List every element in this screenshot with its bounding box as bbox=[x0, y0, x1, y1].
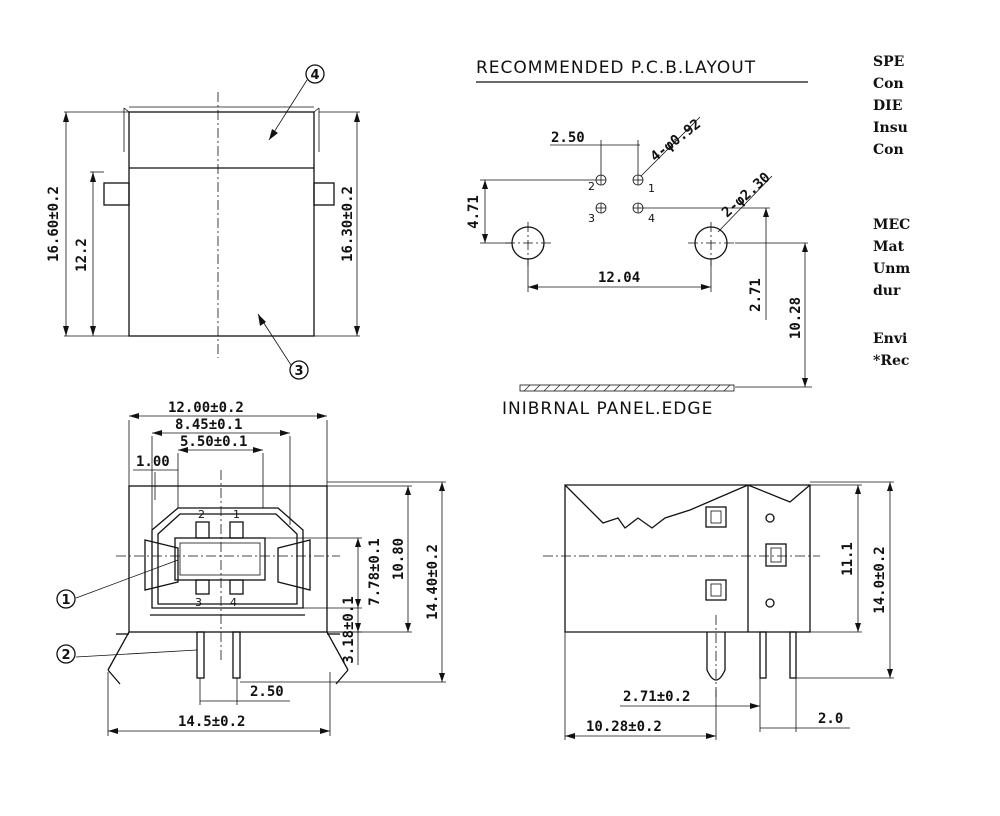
dim-2-0: 2.0 bbox=[818, 711, 843, 727]
top-view: 16.60±0.2 12.2 16.30±0.2 4 3 bbox=[46, 64, 360, 380]
panel-edge-label: INIBRNAL PANEL.EDGE bbox=[502, 399, 713, 419]
dim-10-80: 10.80 bbox=[391, 538, 407, 580]
spec-line-9: dur bbox=[873, 283, 901, 299]
spec-line-11: *Rec bbox=[873, 353, 909, 369]
front-pin-right bbox=[232, 631, 241, 679]
spec-line-8: Unm bbox=[873, 261, 910, 277]
dim-12-2: 12.2 bbox=[74, 238, 90, 272]
dim-14-5: 14.5±0.2 bbox=[178, 714, 245, 730]
front-pin-left bbox=[196, 631, 205, 679]
svg-text:4: 4 bbox=[230, 596, 237, 609]
callout-2 bbox=[56, 644, 76, 664]
svg-text:1: 1 bbox=[648, 182, 655, 195]
top-view-right-tab bbox=[313, 182, 335, 206]
pcb-hole-label: 4-φ0.92 bbox=[648, 116, 704, 165]
dim-11-1: 11.1 bbox=[840, 542, 856, 576]
callout-4 bbox=[305, 64, 325, 84]
svg-text:2: 2 bbox=[198, 508, 205, 521]
spec-line-4: Insu bbox=[873, 120, 908, 136]
svg-text:2: 2 bbox=[61, 648, 70, 663]
dim-12-00: 12.00±0.2 bbox=[168, 400, 244, 416]
pcb-layout-title: RECOMMENDED P.C.B.LAYOUT bbox=[476, 58, 756, 78]
dim-1-00: 1.00 bbox=[136, 454, 170, 470]
pcb-offset-label: 2.71 bbox=[748, 278, 764, 312]
dim-3-18: 3.18±0.1 bbox=[341, 596, 357, 663]
side-window-bottom bbox=[705, 579, 727, 601]
top-view-left-tab bbox=[103, 182, 130, 206]
panel-edge bbox=[519, 384, 735, 392]
spec-line-3: DIE bbox=[873, 98, 902, 114]
dim-10-28: 10.28±0.2 bbox=[586, 719, 662, 735]
dim-14-40: 14.40±0.2 bbox=[425, 544, 441, 620]
pcb-panel-dist-label: 10.28 bbox=[788, 297, 804, 339]
spec-line-7: Mat bbox=[873, 239, 905, 255]
front-view: 2 1 3 4 12.00±0.2 8.45±0.1 bbox=[56, 400, 446, 736]
dim-7-78: 7.78±0.1 bbox=[367, 538, 383, 605]
front-view-body bbox=[128, 485, 328, 633]
pcb-pitch-label: 2.50 bbox=[551, 130, 585, 146]
spec-line-10: Envi bbox=[873, 331, 907, 347]
svg-text:4: 4 bbox=[310, 68, 319, 83]
spec-line-2: Con bbox=[873, 76, 904, 92]
svg-text:1: 1 bbox=[233, 508, 240, 521]
side-view-body bbox=[564, 484, 811, 633]
pcb-spacing-label: 12.04 bbox=[598, 270, 640, 286]
top-view-body bbox=[128, 111, 315, 337]
dim-14-0: 14.0±0.2 bbox=[872, 546, 888, 613]
svg-text:1: 1 bbox=[61, 593, 70, 608]
svg-text:3: 3 bbox=[588, 212, 595, 225]
spec-line-6: MEC bbox=[873, 217, 910, 233]
spec-line-5: Con bbox=[873, 142, 904, 158]
dim-16-60: 16.60±0.2 bbox=[46, 186, 62, 262]
svg-text:3: 3 bbox=[294, 364, 303, 379]
dim-8-45: 8.45±0.1 bbox=[175, 417, 242, 433]
svg-text:2: 2 bbox=[588, 180, 595, 193]
pcb-pin-holes: 2 1 3 4 bbox=[588, 174, 655, 225]
dim-2-71: 2.71±0.2 bbox=[623, 689, 690, 705]
side-window-top bbox=[705, 506, 727, 528]
svg-text:3: 3 bbox=[195, 596, 202, 609]
pcb-layout: RECOMMENDED P.C.B.LAYOUT 2 1 3 4 2.50 4-… bbox=[466, 58, 812, 419]
callout-1 bbox=[56, 589, 76, 609]
spec-line-1: SPE bbox=[873, 54, 904, 70]
dim-5-50: 5.50±0.1 bbox=[180, 434, 247, 450]
pcb-height-label: 4.71 bbox=[466, 195, 482, 229]
spec-text: SPE Con DIE Insu Con MEC Mat Unm dur Env… bbox=[873, 54, 910, 369]
dim-2-50: 2.50 bbox=[250, 684, 284, 700]
side-view: 11.1 14.0±0.2 2.71±0.2 10.28±0.2 2.0 bbox=[543, 481, 894, 740]
svg-text:4: 4 bbox=[648, 212, 655, 225]
dim-16-30: 16.30±0.2 bbox=[340, 186, 356, 262]
side-window-right bbox=[765, 543, 787, 567]
callout-3 bbox=[289, 360, 309, 380]
front-view-tongue bbox=[174, 537, 266, 581]
